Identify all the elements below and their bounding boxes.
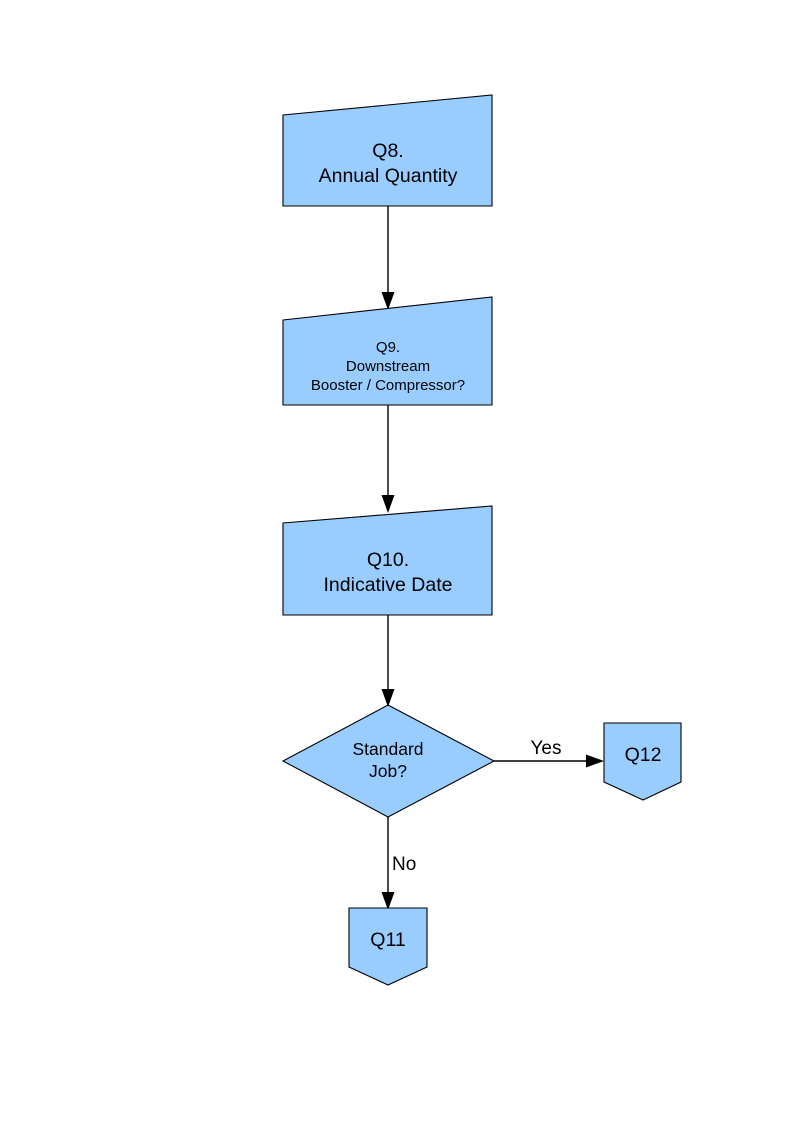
node-q12[interactable]: Q12 <box>603 722 682 801</box>
arrow-head-icon <box>381 292 395 310</box>
node-q11[interactable]: Q11 <box>348 907 428 986</box>
node-q8[interactable]: Q8. Annual Quantity <box>282 94 493 207</box>
q10-label-line2: Indicative Date <box>324 574 453 596</box>
arrow-head-icon <box>381 892 395 910</box>
q8-label-line2: Annual Quantity <box>319 165 458 187</box>
edge-q10-to-decision <box>381 615 395 707</box>
decision-label-line2: Job? <box>369 761 407 781</box>
q8-label-line1: Q8. <box>372 140 403 162</box>
arrow-head-icon <box>586 754 604 768</box>
q9-shape[interactable] <box>282 296 493 406</box>
arrow-head-icon <box>381 689 395 707</box>
node-decision-standard-job[interactable]: Standard Job? <box>281 704 496 818</box>
q10-shape[interactable] <box>282 505 493 616</box>
edge-decision-to-q12: Yes <box>494 738 604 768</box>
q11-label: Q11 <box>370 929 405 951</box>
edge-q9-to-q10 <box>381 405 395 513</box>
q11-shape[interactable] <box>348 907 428 986</box>
arrow-head-icon <box>381 495 395 513</box>
decision-label-line1: Standard <box>352 739 423 759</box>
q10-label-line1: Q10. <box>367 549 409 571</box>
node-q10[interactable]: Q10. Indicative Date <box>282 505 493 616</box>
q9-label-line2: Downstream <box>346 358 430 375</box>
node-q9[interactable]: Q9. Downstream Booster / Compressor? <box>282 296 493 406</box>
decision-shape[interactable] <box>281 704 496 818</box>
q12-label: Q12 <box>625 744 662 766</box>
q8-shape[interactable] <box>282 94 493 207</box>
q9-label-line1: Q9. <box>376 339 400 356</box>
edge-label-yes: Yes <box>531 738 562 759</box>
edge-decision-to-q11: No <box>381 817 416 910</box>
q9-label-line3: Booster / Compressor? <box>311 377 465 394</box>
edge-label-no: No <box>392 854 416 875</box>
q12-shape[interactable] <box>603 722 682 801</box>
edge-q8-to-q9 <box>381 206 395 310</box>
